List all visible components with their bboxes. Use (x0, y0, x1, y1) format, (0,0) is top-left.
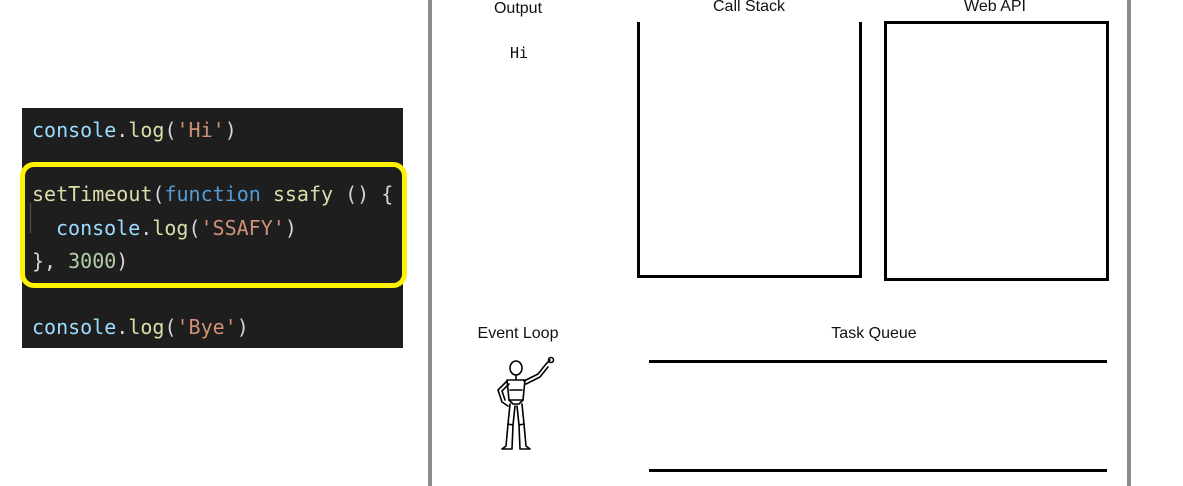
call-stack-box (637, 22, 862, 278)
output-value: Hi (509, 44, 529, 62)
code-token: . (140, 216, 153, 240)
code-token: ( (164, 315, 177, 339)
task-queue-label: Task Queue (831, 325, 917, 342)
code-line-1: console.log('Hi') (32, 118, 237, 142)
code-line-2: setTimeout(function ssafy () { (32, 182, 393, 206)
output-label: Output (493, 0, 543, 17)
code-token: ( (188, 216, 201, 240)
event-loop-label: Event Loop (477, 325, 559, 342)
web-api-label: Web API (964, 0, 1026, 15)
code-token: ) (224, 118, 237, 142)
task-queue-bottom-line (649, 469, 1107, 472)
event-loop-figure-icon (497, 356, 555, 450)
code-token: . (116, 315, 129, 339)
call-stack-label: Call Stack (712, 0, 786, 15)
code-token: 'SSAFY' (200, 216, 285, 240)
frame-left-border (428, 0, 432, 486)
code-token: ( (164, 118, 177, 142)
code-token: ( (152, 182, 165, 206)
code-token: ssafy (260, 182, 334, 206)
web-api-box (884, 21, 1109, 281)
code-token: 'Bye' (176, 315, 237, 339)
code-token: ) (116, 249, 129, 273)
code-token: 3000 (68, 249, 117, 273)
code-token: console (32, 118, 117, 142)
code-token: . (116, 118, 129, 142)
code-token: console (32, 315, 117, 339)
code-token: }, (32, 249, 69, 273)
code-token: log (128, 118, 165, 142)
code-token: ) (236, 315, 249, 339)
code-token: () { (333, 182, 394, 206)
code-line-4: }, 3000) (32, 249, 128, 273)
code-editor-panel (22, 108, 403, 348)
code-token: log (152, 216, 189, 240)
indent-guide (30, 203, 31, 233)
code-token: log (128, 315, 165, 339)
task-queue-top-line (649, 360, 1107, 363)
code-token: setTimeout (32, 182, 153, 206)
code-token: 'Hi' (176, 118, 225, 142)
frame-right-border (1127, 0, 1131, 486)
code-token: console (56, 216, 141, 240)
code-line-3: console.log('SSAFY') (56, 216, 297, 240)
code-token: function (164, 182, 261, 206)
settimeout-highlight (20, 162, 407, 288)
code-line-5: console.log('Bye') (32, 315, 249, 339)
code-token: ) (284, 216, 297, 240)
